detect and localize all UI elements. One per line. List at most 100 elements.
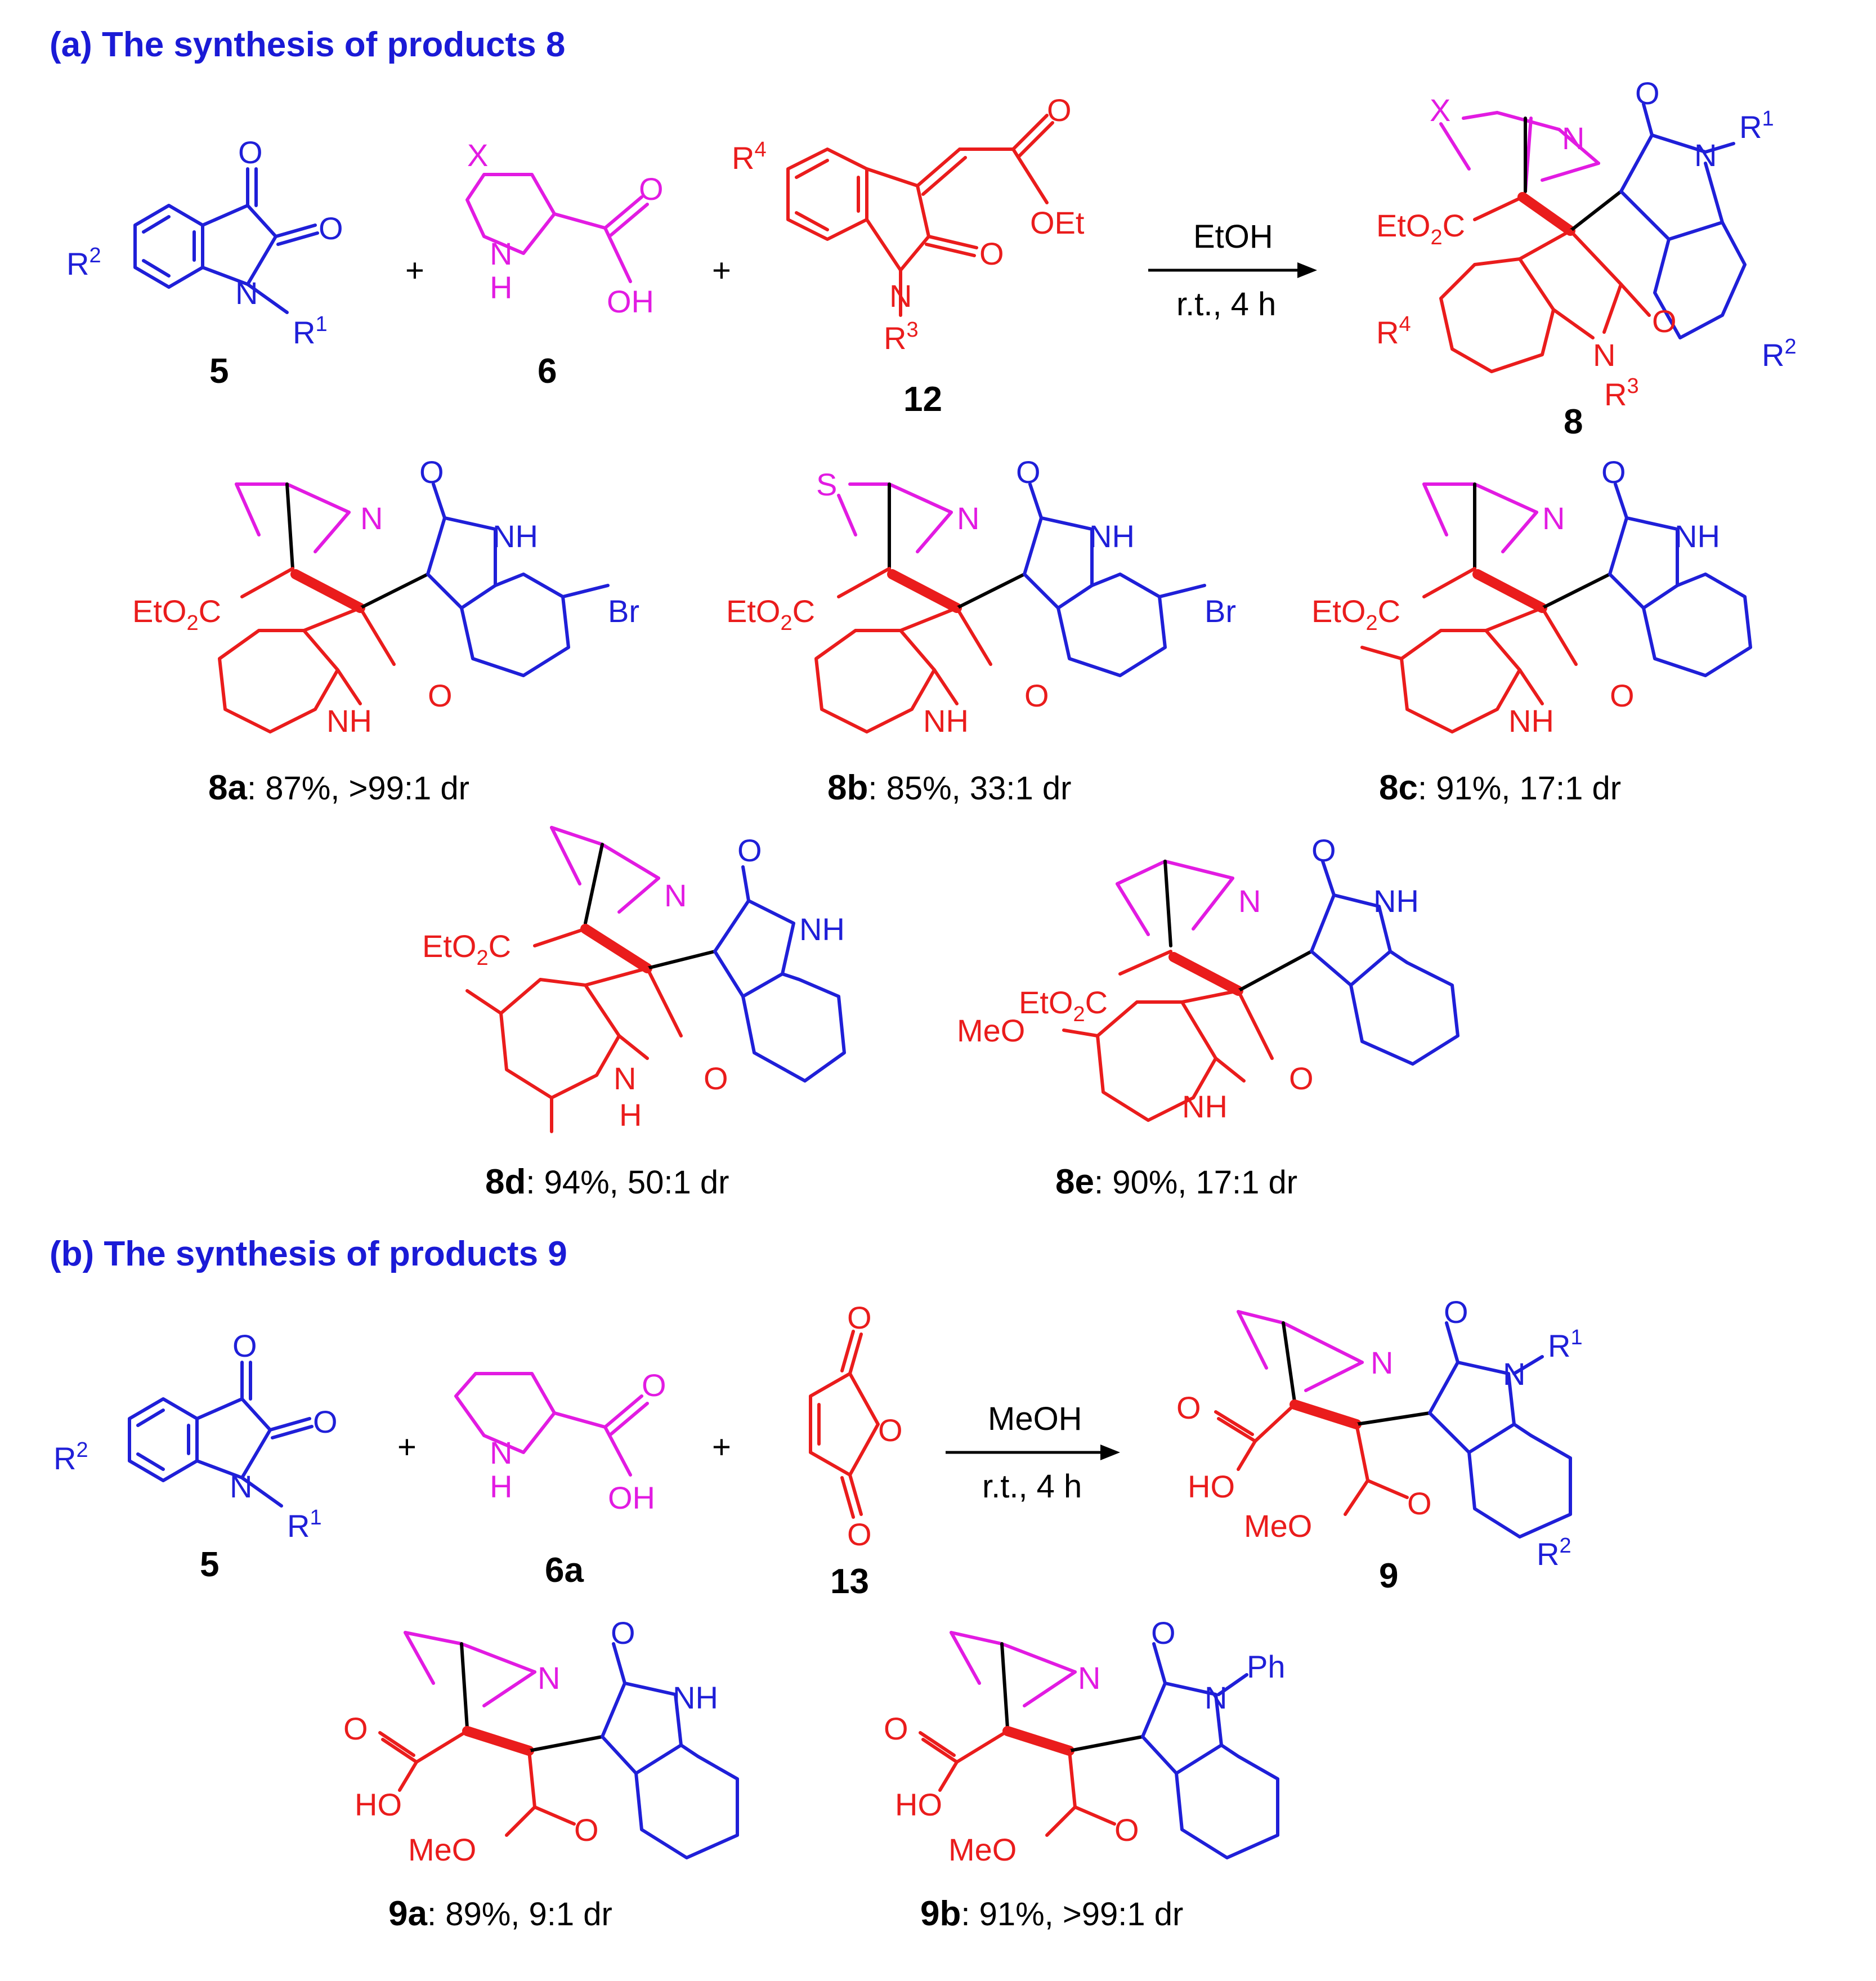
section-a-title: (a) The synthesis of products 8 [50,25,565,64]
p8-o-red: O [1652,303,1677,339]
r13-o1: O [847,1300,872,1335]
p8b-nh: NH [1089,518,1135,554]
p9b-o1: O [884,1711,908,1746]
p8a-o: O [419,454,444,490]
product-8d-structure [465,826,846,1133]
p9a-o: O [611,1615,635,1651]
r5-r1: R1 [293,312,328,350]
reactant-5b-structure [128,1361,314,1508]
reaction-b-time: r.t., 4 h [982,1468,1082,1505]
reactant-5-label: 5 [209,352,229,391]
p9b-id: 9b [920,1894,961,1933]
p9-n-blue: N [1503,1356,1525,1392]
r12-n: N [889,278,912,314]
r5-r2: R2 [66,244,101,281]
p8e-ester: EtO2C [1019,985,1108,1026]
p8-x: X [1430,92,1450,128]
p9a-meo: MeO [408,1832,476,1867]
product-8a-structure [218,482,610,734]
p8e-nh: NH [1373,883,1419,919]
product-8e-caption: 8e: 90%, 17:1 dr [1055,1162,1297,1201]
product-8d-caption: 8d: 94%, 50:1 dr [485,1162,729,1201]
p8-r1: R1 [1739,107,1774,145]
p8a-id: 8a [208,768,247,807]
r5-o1: O [238,135,263,170]
p8e-o: O [1311,833,1336,868]
reaction-a-time: r.t., 4 h [1176,286,1276,323]
r5b-r2: R2 [53,1438,88,1476]
reactant-13-structure [809,1330,880,1519]
p8-r2: R2 [1762,335,1797,373]
p8b-o-red: O [1024,678,1049,713]
r5-n: N [235,275,258,311]
plus-3: + [397,1429,417,1465]
reaction-a-arrowhead [1297,262,1317,278]
p8d-n-red: N [614,1061,636,1096]
reactant-13-label: 13 [830,1562,869,1601]
r12-r3: R3 [884,318,919,356]
product-8b-caption: 8b: 85%, 33:1 dr [827,768,1071,807]
p8b-o: O [1016,454,1041,490]
p9-ho: HO [1188,1469,1235,1504]
r5b-n: N [230,1469,252,1504]
p9b-o2: O [1114,1812,1139,1848]
r6a-oh: OH [608,1480,655,1515]
plus-2: + [712,252,731,289]
r6a-o: O [642,1367,666,1403]
r13-o2: O [878,1412,903,1448]
p9a-result: : 89%, 9:1 dr [427,1896,612,1933]
reaction-a-solvent: EtOH [1193,218,1273,255]
p8d-ester: EtO2C [422,928,511,970]
p8b-n: N [957,500,979,536]
p8c-ester: EtO2C [1311,593,1400,635]
reaction-b-arrowhead [1100,1445,1120,1460]
product-9a-structure [378,1631,739,1859]
product-8-label: 8 [1564,403,1583,441]
reactant-6a-label: 6a [545,1551,584,1590]
r6-x: X [467,137,488,173]
p8-n-blue: N [1694,137,1717,173]
p8c-o-red: O [1610,678,1635,713]
p8d-o: O [737,833,762,868]
r6-oh: OH [607,284,654,319]
r12-oet: OEt [1030,205,1085,240]
p8e-meo: MeO [957,1013,1025,1048]
r13-o3: O [847,1517,872,1552]
r6-o: O [639,171,664,207]
reactant-6-label: 6 [538,352,557,391]
p8a-nh: NH [492,518,538,554]
r12-r4: R4 [732,138,767,176]
p8a-n: N [360,500,383,536]
product-9b-caption: 9b: 91%, >99:1 dr [920,1894,1183,1933]
section-b-title: (b) The synthesis of products 9 [50,1235,567,1273]
p9b-ph: Ph [1247,1649,1286,1684]
p9-r1: R1 [1548,1326,1583,1363]
reactant-6a-structure [454,1372,649,1477]
p8-r4: R4 [1376,312,1411,350]
p8e-result: : 90%, 17:1 dr [1094,1164,1297,1201]
p8c-n: N [1542,500,1565,536]
reactant-5b-label: 5 [200,1545,219,1584]
reaction-b-solvent: MeOH [988,1401,1082,1437]
r6-h: H [490,270,512,305]
p9-o2: O [1407,1486,1432,1521]
r6a-n: N [490,1435,512,1470]
p8-n: N [1562,120,1584,156]
r6-n: N [490,236,512,271]
p8e-id: 8e [1055,1162,1094,1201]
p9a-ho: HO [355,1787,402,1822]
plus-1: + [405,252,424,289]
p8a-ester: EtO2C [132,593,221,635]
p8a-nh-red: NH [326,703,372,739]
product-8e-structure [1062,860,1459,1122]
p8d-result: : 94%, 50:1 dr [526,1164,729,1201]
p8e-n: N [1238,883,1261,919]
p9-n: N [1371,1345,1393,1380]
p8b-ester: EtO2C [726,593,815,635]
p9a-id: 9a [388,1894,427,1933]
p8b-br: Br [1205,593,1236,629]
p9b-n-blue: N [1205,1680,1227,1715]
p9a-o2: O [574,1812,599,1848]
product-8c-caption: 8c: 91%, 17:1 dr [1379,768,1621,807]
p9a-o1: O [343,1711,368,1746]
